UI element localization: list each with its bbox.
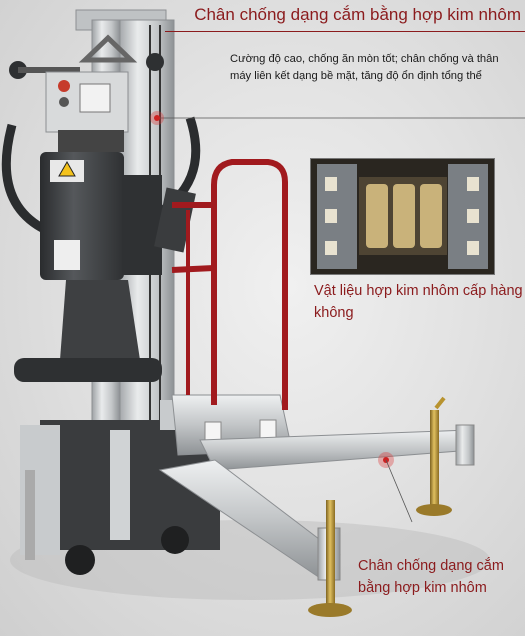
motor-body bbox=[1, 116, 201, 382]
profile-inset-photo bbox=[310, 158, 495, 275]
control-box bbox=[45, 71, 129, 152]
handrail bbox=[171, 159, 288, 410]
material-callout-label: Vật liệu hợp kim nhôm cấp hàng không bbox=[314, 283, 523, 321]
outrigger-callout-label: Chân chống dạng cắm bằng hợp kim nhôm bbox=[358, 558, 504, 596]
screw-feet bbox=[308, 396, 452, 617]
callout-leaders bbox=[150, 111, 525, 523]
title-divider bbox=[165, 31, 525, 32]
feature-description: Cường độ cao, chống ăn mòn tốt; chân chố… bbox=[230, 53, 499, 82]
page-title: Chân chống dạng cắm bằng hợp kim nhôm bbox=[194, 5, 521, 24]
aluminum-profile-closeup bbox=[311, 159, 494, 274]
